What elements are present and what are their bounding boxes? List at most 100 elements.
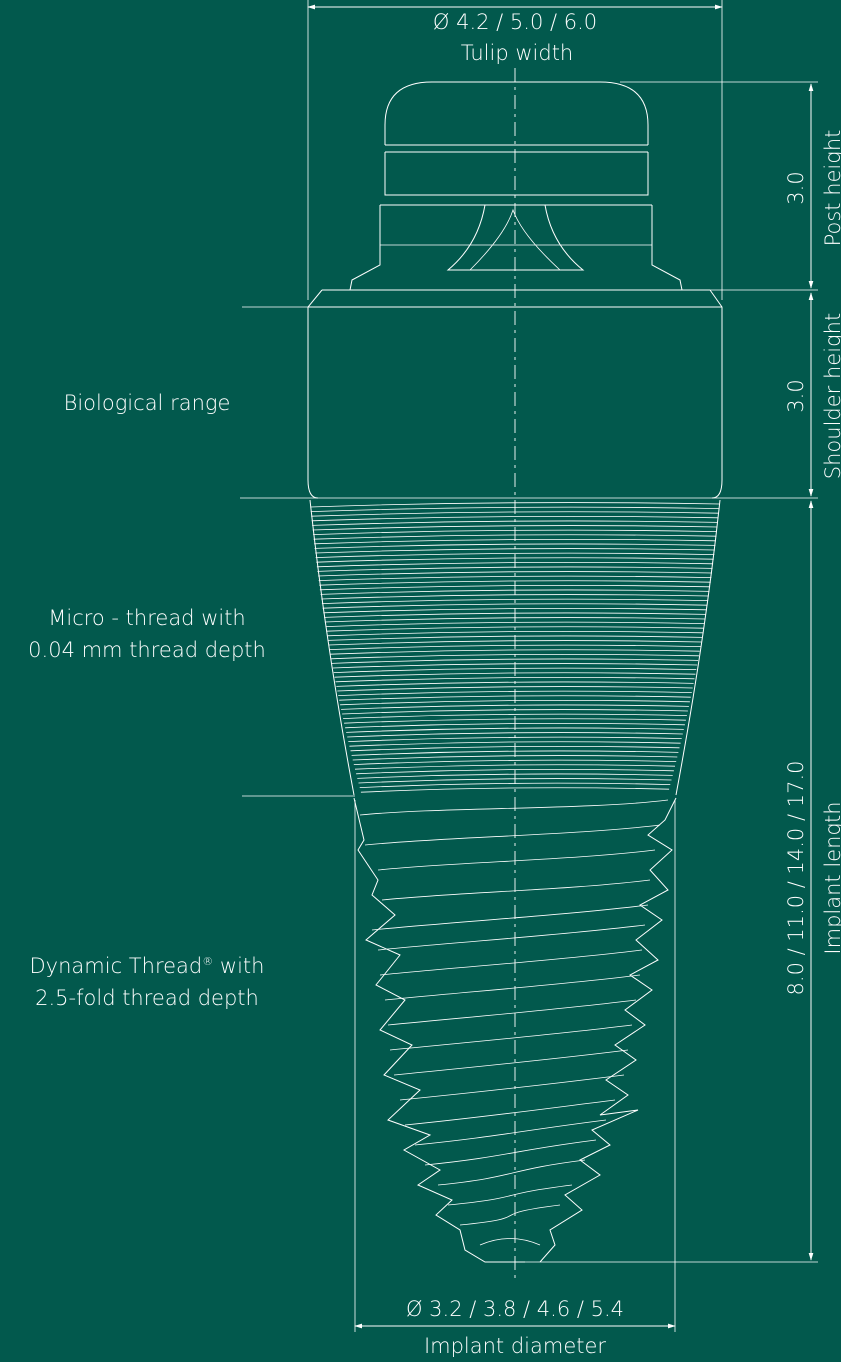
micro-thread-line: [328, 640, 702, 646]
micro-thread-line: [359, 782, 671, 788]
micro-thread-line: [349, 741, 681, 747]
micro-thread-line: [321, 594, 709, 600]
micro-thread: [242, 499, 721, 797]
implant-length-values: 8.0 / 11.0 / 14.0 / 17.0: [784, 761, 808, 996]
micro-thread-line: [318, 575, 712, 581]
implant-diameter-values: Ø 3.2 / 3.8 / 4.6 / 5.4: [406, 1297, 624, 1321]
micro-thread-line: [320, 589, 710, 595]
micro-thread-line: [327, 630, 703, 637]
shoulder-height-value: 3.0: [784, 379, 808, 412]
micro-thread-line: [330, 649, 700, 655]
implant-diameter-label: Implant diameter: [424, 1334, 606, 1358]
micro-thread-line: [316, 561, 714, 568]
micro-thread-line: [352, 755, 678, 761]
micro-thread-line: [351, 750, 679, 756]
micro-thread-line: [319, 580, 711, 586]
micro-thread-line: [312, 525, 718, 531]
dynamic-thread-line: [379, 949, 643, 976]
dynamic-thread-line: [364, 824, 661, 846]
dynamic-thread-line: [414, 1119, 607, 1146]
dynamic-thread-line: [399, 1074, 625, 1101]
micro-thread-line: [322, 603, 708, 609]
micro-thread-line: [323, 607, 707, 614]
dynamic-thread-line: [389, 1024, 633, 1051]
micro-thread-line: [356, 768, 674, 775]
micro-thread-line: [335, 676, 695, 683]
micro-thread-line: [333, 667, 697, 673]
micro-thread-line: [348, 736, 682, 742]
micro-thread-line: [336, 681, 694, 687]
micro-thread-line: [339, 695, 691, 701]
dynamic-thread-line: [404, 1099, 616, 1126]
micro-thread-line: [345, 722, 685, 729]
dynamic-thread-line: [381, 879, 651, 901]
dynamic-thread-label-line1: Dynamic Thread® with: [30, 954, 265, 978]
micro-thread-line: [354, 764, 676, 770]
biological-range-label: Biological range: [64, 391, 231, 415]
tulip-width-dimension: [307, 0, 723, 300]
micro-thread-line: [318, 571, 712, 577]
micro-thread-line: [310, 502, 720, 508]
micro-thread-line: [342, 709, 688, 715]
micro-thread-line: [338, 690, 692, 696]
dynamic-thread-line: [371, 904, 649, 931]
shoulder: [240, 289, 818, 499]
micro-thread-line: [346, 727, 684, 733]
tulip-width-label: Tulip width: [461, 41, 574, 65]
micro-thread-line: [353, 759, 677, 765]
micro-thread-line: [357, 773, 673, 779]
micro-thread-line: [340, 699, 690, 706]
micro-thread-line: [326, 626, 704, 632]
micro-thread-line: [313, 529, 717, 535]
dynamic-thread-line: [359, 799, 669, 816]
micro-thread-label-line1: Micro - thread with: [48, 606, 246, 630]
post-height-label: Post height: [821, 130, 841, 247]
micro-thread-line: [319, 584, 711, 591]
micro-thread-line: [316, 557, 714, 563]
micro-thread-line: [317, 566, 713, 572]
micro-thread-line: [350, 745, 680, 752]
micro-thread-line: [347, 732, 683, 738]
dynamic-thread-line: [377, 924, 646, 951]
micro-thread-line: [310, 506, 720, 512]
tulip-width-values: Ø 4.2 / 5.0 / 6.0: [433, 10, 597, 34]
micro-thread-line: [315, 552, 715, 558]
dynamic-thread-line: [387, 999, 637, 1026]
micro-thread-line: [334, 672, 696, 678]
micro-thread-line: [344, 718, 686, 724]
micro-thread-line: [329, 644, 701, 650]
dynamic-thread-line: [447, 1184, 573, 1206]
dynamic-thread-line: [384, 974, 641, 1001]
micro-thread-line: [358, 778, 672, 784]
micro-thread-line: [341, 704, 689, 710]
micro-thread-line: [312, 520, 718, 526]
dynamic-thread-line: [437, 1159, 586, 1186]
micro-thread-line: [314, 538, 716, 545]
micro-thread-line: [311, 515, 719, 522]
micro-thread-line: [332, 663, 698, 669]
micro-thread-line: [314, 543, 716, 549]
micro-thread-line: [360, 787, 670, 793]
dynamic-thread-line: [393, 1049, 629, 1076]
abutment-post: [349, 81, 818, 291]
micro-thread-line: [313, 534, 717, 540]
micro-thread-line: [321, 598, 709, 604]
implant-diameter-dimension: [354, 800, 676, 1332]
post-height-value: 3.0: [784, 171, 808, 204]
micro-thread-line: [325, 621, 705, 627]
dynamic-thread-line: [377, 849, 656, 871]
micro-thread-line: [311, 511, 719, 517]
micro-thread-line: [324, 612, 706, 618]
micro-thread-line: [331, 658, 699, 664]
dynamic-thread: [353, 797, 818, 1263]
micro-thread-line: [337, 686, 693, 692]
dynamic-thread-line: [424, 1139, 597, 1166]
dynamic-thread-line: [459, 1204, 561, 1226]
micro-thread-line: [315, 548, 715, 554]
micro-thread-line: [327, 635, 703, 641]
micro-thread-line: [331, 653, 699, 660]
implant-length-label: Implant length: [821, 801, 841, 954]
micro-thread-line: [343, 713, 687, 719]
micro-thread-label-line2: 0.04 mm thread depth: [28, 638, 266, 662]
